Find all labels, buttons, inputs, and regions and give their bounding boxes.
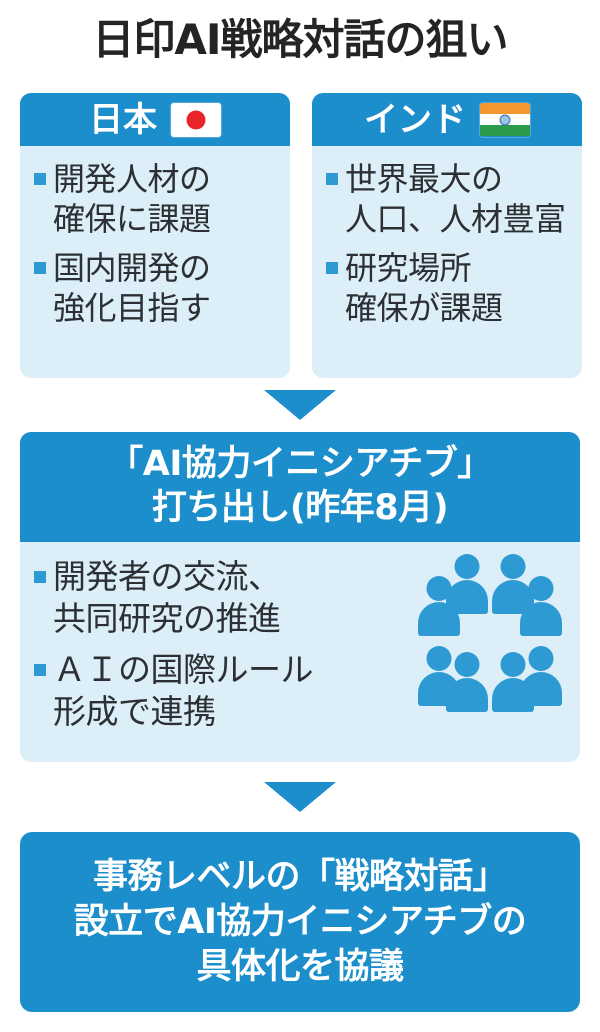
bullet-square-icon	[34, 262, 46, 274]
down-arrow-icon-1	[264, 390, 336, 420]
country-card-header-japan: 日本	[20, 93, 290, 146]
bullet-square-icon	[34, 664, 46, 676]
bullet-square-icon	[34, 173, 46, 185]
bullet-label: ＡＩの国際ルール 形成で連携	[53, 650, 314, 731]
bullet-square-icon	[326, 262, 338, 274]
country-card-india: インド 世界最大の 人口、人材豊富 研究場所 確保が課題	[312, 93, 582, 378]
page-title: 日印AI戦略対話の狙い	[92, 15, 508, 64]
initiative-panel: 「AI協力イニシアチブ」 打ち出し(昨年8月) 開発者の交流、 共同研究の推進 …	[20, 432, 580, 762]
bullet-label: 世界最大の 人口、人材豊富	[345, 160, 566, 238]
person-icon	[518, 576, 564, 636]
list-item: 研究場所 確保が課題	[326, 248, 572, 328]
person-icon	[490, 652, 536, 712]
list-item: 開発者の交流、 共同研究の推進	[34, 556, 570, 640]
country-cards-row: 日本 開発人材の 確保に課題 国内開発の 強化目指す インド	[20, 93, 582, 378]
ashoka-chakra-icon	[499, 114, 511, 125]
person-icon	[444, 652, 490, 712]
india-flag-band-saffron	[480, 102, 530, 114]
country-card-header-india: インド	[312, 93, 582, 146]
conclusion-line-3: 具体化を協議	[196, 946, 404, 987]
country-card-body-japan: 開発人材の 確保に課題 国内開発の 強化目指す	[20, 146, 290, 328]
initiative-header-line-2: 打ち出し(昨年8月)	[151, 488, 449, 528]
india-flag-band-green	[480, 125, 530, 137]
conclusion-line-2: 設立でAI協力イニシアチブの	[73, 901, 527, 942]
list-item: ＡＩの国際ルール 形成で連携	[34, 649, 570, 733]
bullet-label: 研究場所 確保が課題	[345, 249, 503, 327]
person-icon	[490, 554, 536, 614]
country-card-body-india: 世界最大の 人口、人材豊富 研究場所 確保が課題	[312, 146, 582, 328]
people-group-icon	[416, 554, 564, 712]
initiative-panel-body: 開発者の交流、 共同研究の推進 ＡＩの国際ルール 形成で連携	[20, 542, 580, 742]
bullet-label: 開発人材の 確保に課題	[53, 160, 211, 238]
bullet-label: 開発者の交流、 共同研究の推進	[53, 557, 281, 638]
down-arrow-icon-2	[264, 782, 336, 812]
list-item: 開発人材の 確保に課題	[34, 159, 280, 239]
bullet-label: 国内開発の 強化目指す	[53, 249, 211, 327]
bullet-square-icon	[326, 173, 338, 185]
person-icon	[416, 576, 462, 636]
country-card-japan: 日本 開発人材の 確保に課題 国内開発の 強化目指す	[20, 93, 290, 378]
conclusion-panel: 事務レベルの「戦略対話」 設立でAI協力イニシアチブの 具体化を協議	[20, 832, 580, 1012]
japan-flag-icon	[171, 102, 221, 137]
conclusion-line-1: 事務レベルの「戦略対話」	[92, 856, 508, 897]
country-name-india: インド	[364, 99, 466, 140]
list-item: 世界最大の 人口、人材豊富	[326, 159, 572, 239]
japan-flag-disc	[186, 110, 206, 129]
country-name-japan: 日本	[89, 99, 157, 140]
list-item: 国内開発の 強化目指す	[34, 248, 280, 328]
initiative-header-line-1: 「AI協力イニシアチブ」	[108, 444, 492, 484]
india-flag-icon	[480, 102, 530, 137]
bullet-square-icon	[34, 571, 46, 583]
initiative-panel-header: 「AI協力イニシアチブ」 打ち出し(昨年8月)	[20, 432, 580, 542]
